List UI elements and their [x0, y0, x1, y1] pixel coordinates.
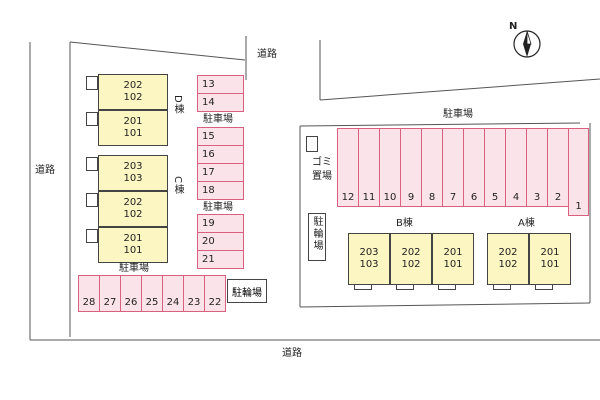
annex-box	[86, 229, 98, 243]
compass-north-label: N	[509, 21, 518, 32]
parking-space: 27	[99, 275, 121, 312]
bicycle-parking-west: 駐輪場	[227, 279, 267, 303]
parking-space: 22	[204, 275, 226, 312]
parking-space: 15	[197, 127, 244, 146]
unit-number: 103	[359, 259, 379, 270]
road-north-label: 道路	[257, 49, 277, 60]
unit-number: 101	[540, 259, 560, 270]
parking-space: 4	[505, 128, 527, 207]
parking-space: 1	[568, 128, 589, 216]
building-d-label: D棟	[172, 95, 183, 115]
bicycle-parking-east-label: 駐輪場	[311, 216, 322, 252]
unit-number: 101	[123, 128, 143, 139]
unit-number: 102	[123, 209, 143, 220]
unit-number: 202	[498, 247, 518, 258]
building-a-label: A棟	[518, 218, 535, 229]
parking-space: 25	[141, 275, 163, 312]
annex-box	[86, 112, 98, 126]
parking-space: 5	[484, 128, 506, 207]
parking-space: 2	[547, 128, 569, 207]
unit-number: 102	[498, 259, 518, 270]
unit-number: 201	[540, 247, 560, 258]
parking-label-west-lower: 駐車場	[203, 202, 233, 213]
road-west-label: 道路	[35, 165, 55, 176]
unit-number: 102	[123, 92, 143, 103]
unit-number: 202	[123, 80, 143, 91]
unit-number: 101	[443, 259, 463, 270]
parking-space: 23	[183, 275, 205, 312]
parking-space: 20	[197, 232, 244, 251]
road-south-label: 道路	[282, 348, 302, 359]
unit-number: 201	[443, 247, 463, 258]
annex-box	[86, 157, 98, 171]
parking-space: 9	[400, 128, 422, 207]
parking-space: 19	[197, 214, 244, 233]
parking-label-bottom: 駐車場	[119, 263, 149, 274]
building-b-label: B棟	[396, 218, 413, 229]
unit-number: 201	[123, 116, 143, 127]
parking-space: 14	[197, 93, 244, 112]
bicycle-parking-west-label: 駐輪場	[232, 287, 262, 299]
annex-box	[438, 284, 456, 290]
parking-space: 17	[197, 163, 244, 182]
parking-space: 10	[379, 128, 401, 207]
parking-space: 13	[197, 75, 244, 94]
parking-space: 18	[197, 181, 244, 200]
parking-space: 21	[197, 250, 244, 269]
parking-space: 24	[162, 275, 184, 312]
annex-box	[396, 284, 414, 290]
parking-space: 11	[358, 128, 380, 207]
parking-space: 12	[337, 128, 359, 207]
parking-space: 8	[421, 128, 443, 207]
parking-label-west-upper: 駐車場	[203, 114, 233, 125]
parking-label-east: 駐車場	[443, 109, 473, 120]
parking-space: 26	[120, 275, 142, 312]
annex-box	[354, 284, 372, 290]
annex-box	[493, 284, 511, 290]
bicycle-parking-east	[308, 213, 326, 261]
annex-box	[86, 193, 98, 207]
unit-number: 202	[401, 247, 421, 258]
unit-number: 102	[401, 259, 421, 270]
unit-number: 201	[123, 233, 143, 244]
unit-number: 103	[123, 173, 143, 184]
parking-space: 28	[78, 275, 100, 312]
parking-space: 6	[463, 128, 485, 207]
annex-box	[86, 76, 98, 90]
parking-space: 7	[442, 128, 464, 207]
parking-space: 16	[197, 145, 244, 164]
unit-number: 203	[359, 247, 379, 258]
unit-number: 202	[123, 197, 143, 208]
annex-box	[535, 284, 553, 290]
compass-icon	[513, 30, 541, 58]
parking-space: 3	[526, 128, 548, 207]
unit-number: 101	[123, 245, 143, 256]
garbage-label: ゴミ置場	[312, 157, 332, 182]
unit-number: 203	[123, 161, 143, 172]
building-c-label: C棟	[172, 176, 183, 195]
garbage-box	[306, 136, 318, 152]
